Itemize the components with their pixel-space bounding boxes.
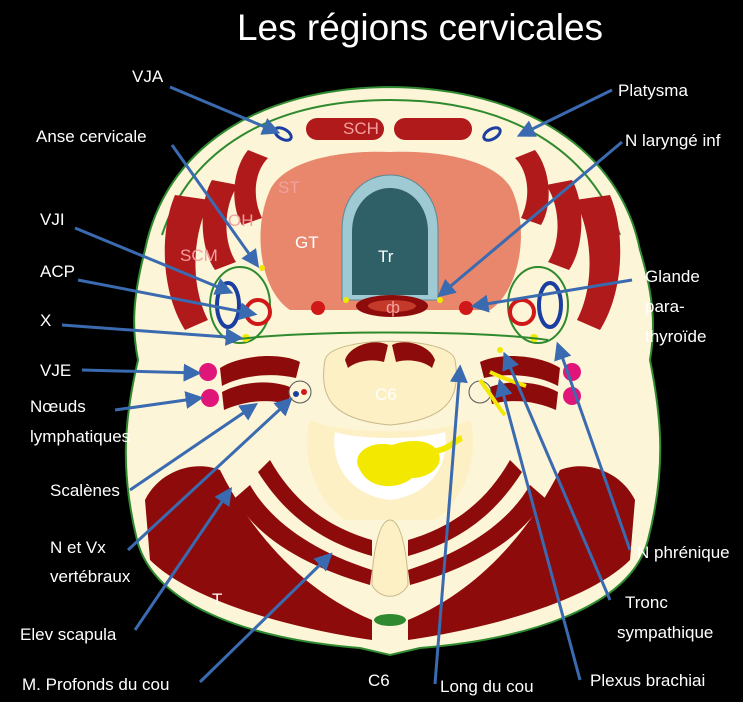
label-acp: ACP	[40, 262, 75, 281]
label-vje: VJE	[40, 361, 71, 380]
label-vja: VJA	[132, 67, 164, 86]
right-parathyroid	[459, 301, 473, 315]
label-tronc: Tronc	[625, 593, 668, 612]
label-n-larynge-inf: N laryngé inf	[625, 131, 721, 150]
left-transverse-foramen	[289, 381, 311, 403]
right-acp	[510, 300, 534, 324]
label-glande: Glande	[645, 267, 700, 286]
label-anse-cervicale: Anse cervicale	[36, 127, 147, 146]
neck-section	[126, 87, 660, 655]
label-platysma: Platysma	[618, 81, 688, 100]
label-scalenes: Scalènes	[50, 481, 120, 500]
label-m-profonds: M. Profonds du cou	[22, 675, 169, 694]
label-c6: C6	[368, 671, 390, 690]
label-scm: SCM	[180, 246, 218, 265]
label-plexus-brachiai: Plexus brachiai	[590, 671, 705, 690]
label-c6-body: C6	[375, 385, 397, 404]
label-tr: Tr	[378, 247, 394, 266]
title: Les régions cervicales	[237, 7, 603, 48]
label-phi: ф	[386, 298, 400, 317]
vertebral-body	[324, 341, 457, 425]
label-x: X	[40, 311, 51, 330]
label-gt: GT	[295, 233, 319, 252]
label-elev-scapula: Elev scapula	[20, 625, 117, 644]
right-vji	[539, 283, 561, 327]
label-st: ST	[278, 178, 300, 197]
left-parathyroid	[311, 301, 325, 315]
label-sch: SCH	[343, 119, 379, 138]
right-laryngeal-nerve	[343, 297, 349, 303]
label-lymphatiques: lymphatiques	[30, 427, 130, 446]
left-vje	[199, 363, 217, 381]
label-long-du-cou: Long du cou	[440, 677, 534, 696]
label-vertebraux: vertébraux	[50, 567, 131, 586]
label-trapezius: T	[212, 590, 222, 609]
phrenic-nerve-dot	[497, 347, 503, 353]
left-lymph-node	[201, 389, 219, 407]
left-laryngeal-nerve	[437, 297, 443, 303]
left-anse-cervicale	[259, 265, 265, 271]
label-thyroide: thyroïde	[645, 327, 706, 346]
nuchal-ligament	[374, 614, 406, 626]
label-n-phrenique: N phrénique	[637, 543, 730, 562]
right-sch-muscle	[394, 118, 472, 140]
label-noeuds: Nœuds	[30, 397, 86, 416]
label-vji: VJI	[40, 210, 65, 229]
label-sympathique: sympathique	[617, 623, 713, 642]
trachea-lumen	[352, 188, 428, 295]
label-n-et-vx: N et Vx	[50, 538, 106, 557]
label-para: para-	[645, 297, 685, 316]
